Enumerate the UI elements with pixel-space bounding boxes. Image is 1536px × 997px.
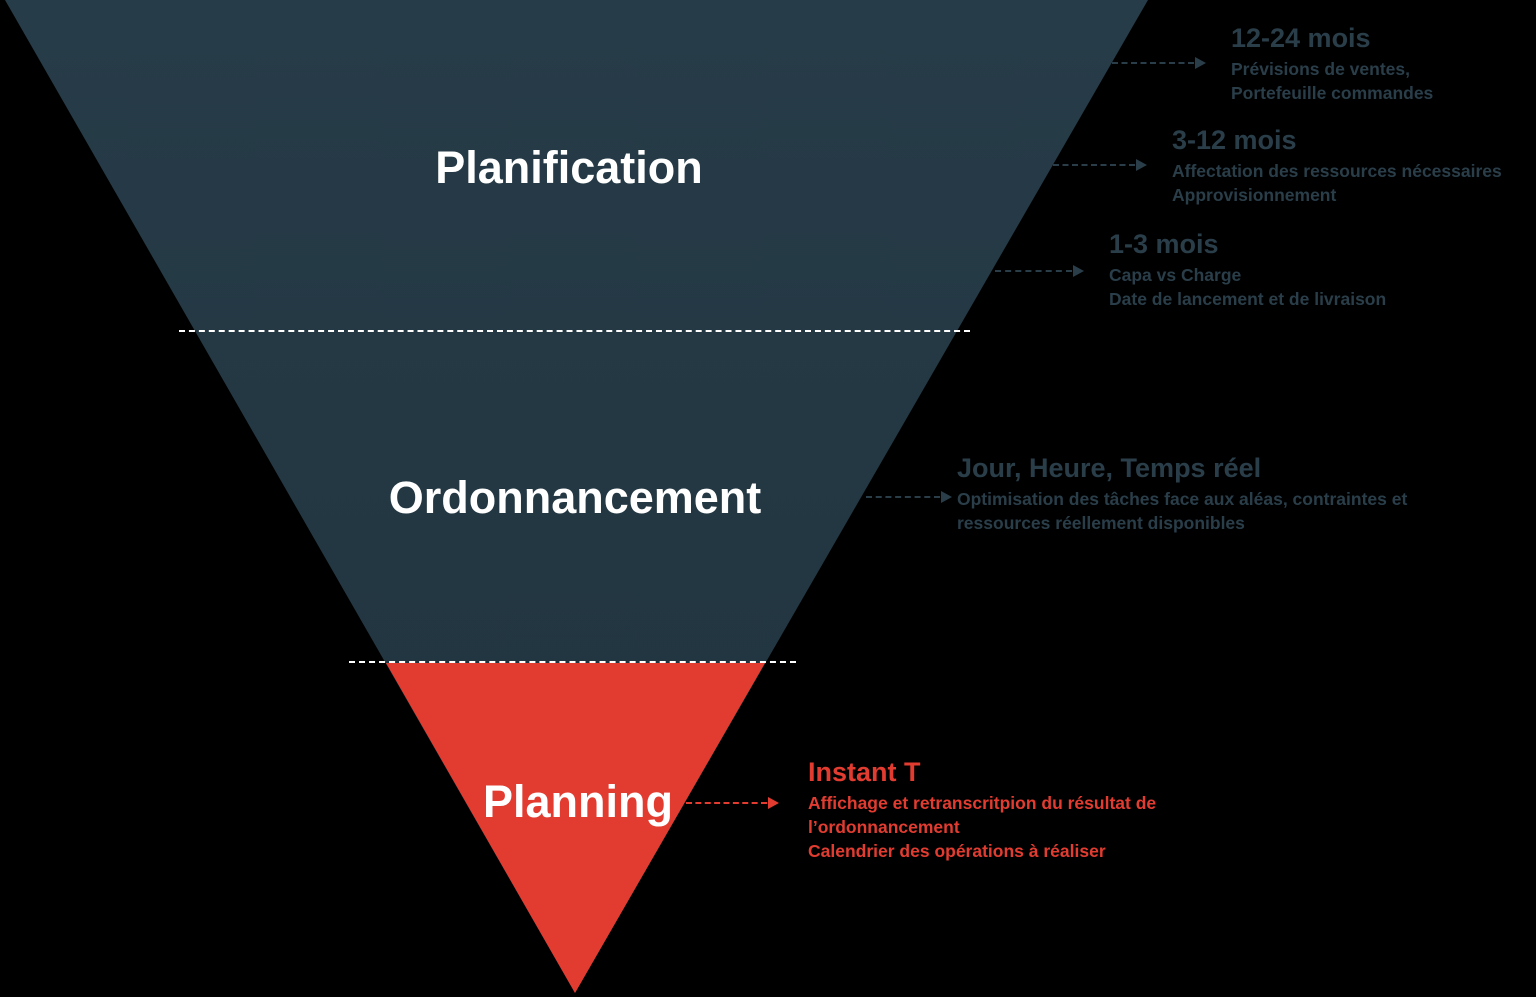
annotation-arrow-3-12-mois [1053,159,1147,171]
level-label-ordonnancement: Ordonnancement [388,472,762,523]
annotation-body: Prévisions de ventes, Portefeuille comma… [1231,59,1434,103]
annotation-title: 3-12 mois [1172,125,1297,155]
level-label-planification: Planification [435,142,703,193]
annotation-arrow-instant-t [686,797,779,809]
separator-ordonnancement-planning [349,661,796,663]
level-label-planning: Planning [483,776,673,827]
annotation-body: Affectation des ressources nécessaires A… [1172,161,1502,205]
annotation-arrow-1-3-mois [995,265,1084,277]
annotation-jour-heure-temps-reel: Jour, Heure, Temps réel Optimisation des… [957,452,1407,535]
annotation-arrow-12-24-mois [1112,57,1206,69]
annotation-1-3-mois: 1-3 mois Capa vs Charge Date de lancemen… [1109,228,1386,311]
annotation-title: Instant T [808,757,921,787]
annotation-12-24-mois: 12-24 mois Prévisions de ventes, Portefe… [1231,22,1433,105]
annotation-instant-t: Instant T Affichage et retranscritpion d… [808,756,1156,863]
annotation-title: 12-24 mois [1231,23,1371,53]
annotation-body: Affichage et retranscritpion du résultat… [808,793,1157,861]
annotation-arrow-jour-heure [866,491,952,503]
annotation-3-12-mois: 3-12 mois Affectation des ressources néc… [1172,124,1502,207]
annotation-title: 1-3 mois [1109,229,1219,259]
annotation-body: Optimisation des tâches face aux aléas, … [957,489,1408,533]
annotation-body: Capa vs Charge Date de lancement et de l… [1109,265,1387,309]
annotation-title: Jour, Heure, Temps réel [957,453,1262,483]
separator-planification-ordonnancement [179,330,970,332]
